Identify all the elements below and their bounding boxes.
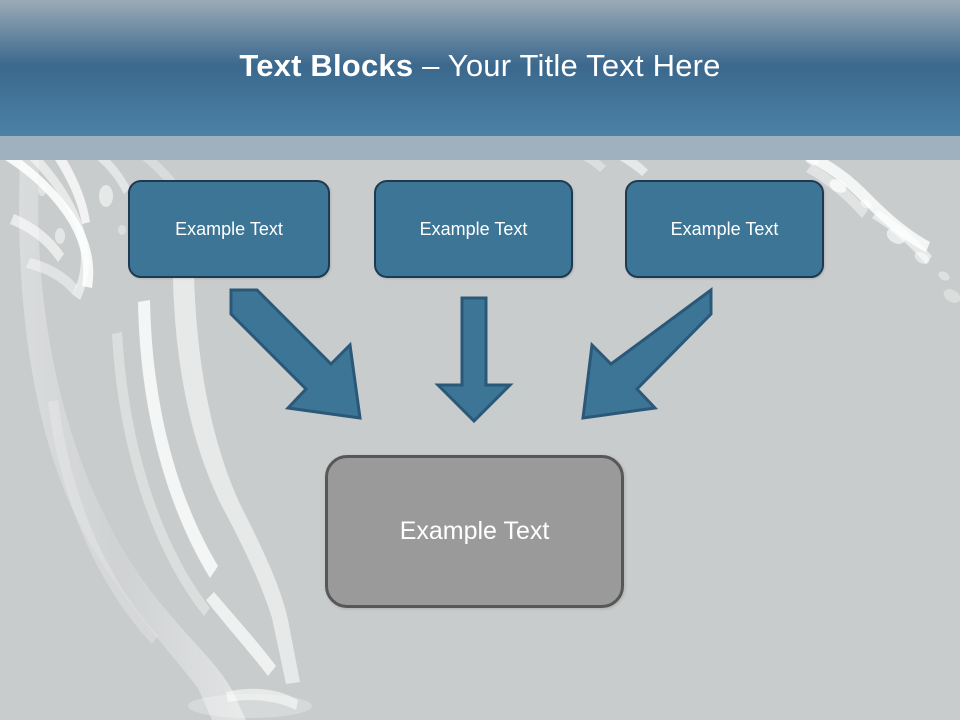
text-block-3[interactable]: Example Text	[625, 180, 824, 278]
arrow-right-diagonal	[581, 287, 713, 420]
page-title: Text Blocks – Your Title Text Here	[0, 48, 960, 84]
header-accent-band	[0, 136, 960, 160]
page-title-bold: Text Blocks	[239, 48, 414, 83]
result-text-block-label: Example Text	[399, 517, 550, 545]
arrow-middle-vertical	[434, 296, 514, 424]
page-title-rest: Your Title Text Here	[447, 48, 721, 83]
header-banner	[0, 0, 960, 136]
text-block-2-label: Example Text	[419, 218, 528, 239]
text-block-1-label: Example Text	[175, 218, 283, 239]
result-text-block[interactable]: Example Text	[325, 455, 624, 608]
water-splash-left	[2, 140, 184, 300]
arrow-left-diagonal	[229, 288, 362, 420]
text-block-1[interactable]: Example Text	[128, 180, 330, 278]
text-block-3-label: Example Text	[670, 218, 779, 239]
text-block-2[interactable]: Example Text	[374, 180, 573, 278]
page-title-separator: –	[413, 48, 448, 83]
